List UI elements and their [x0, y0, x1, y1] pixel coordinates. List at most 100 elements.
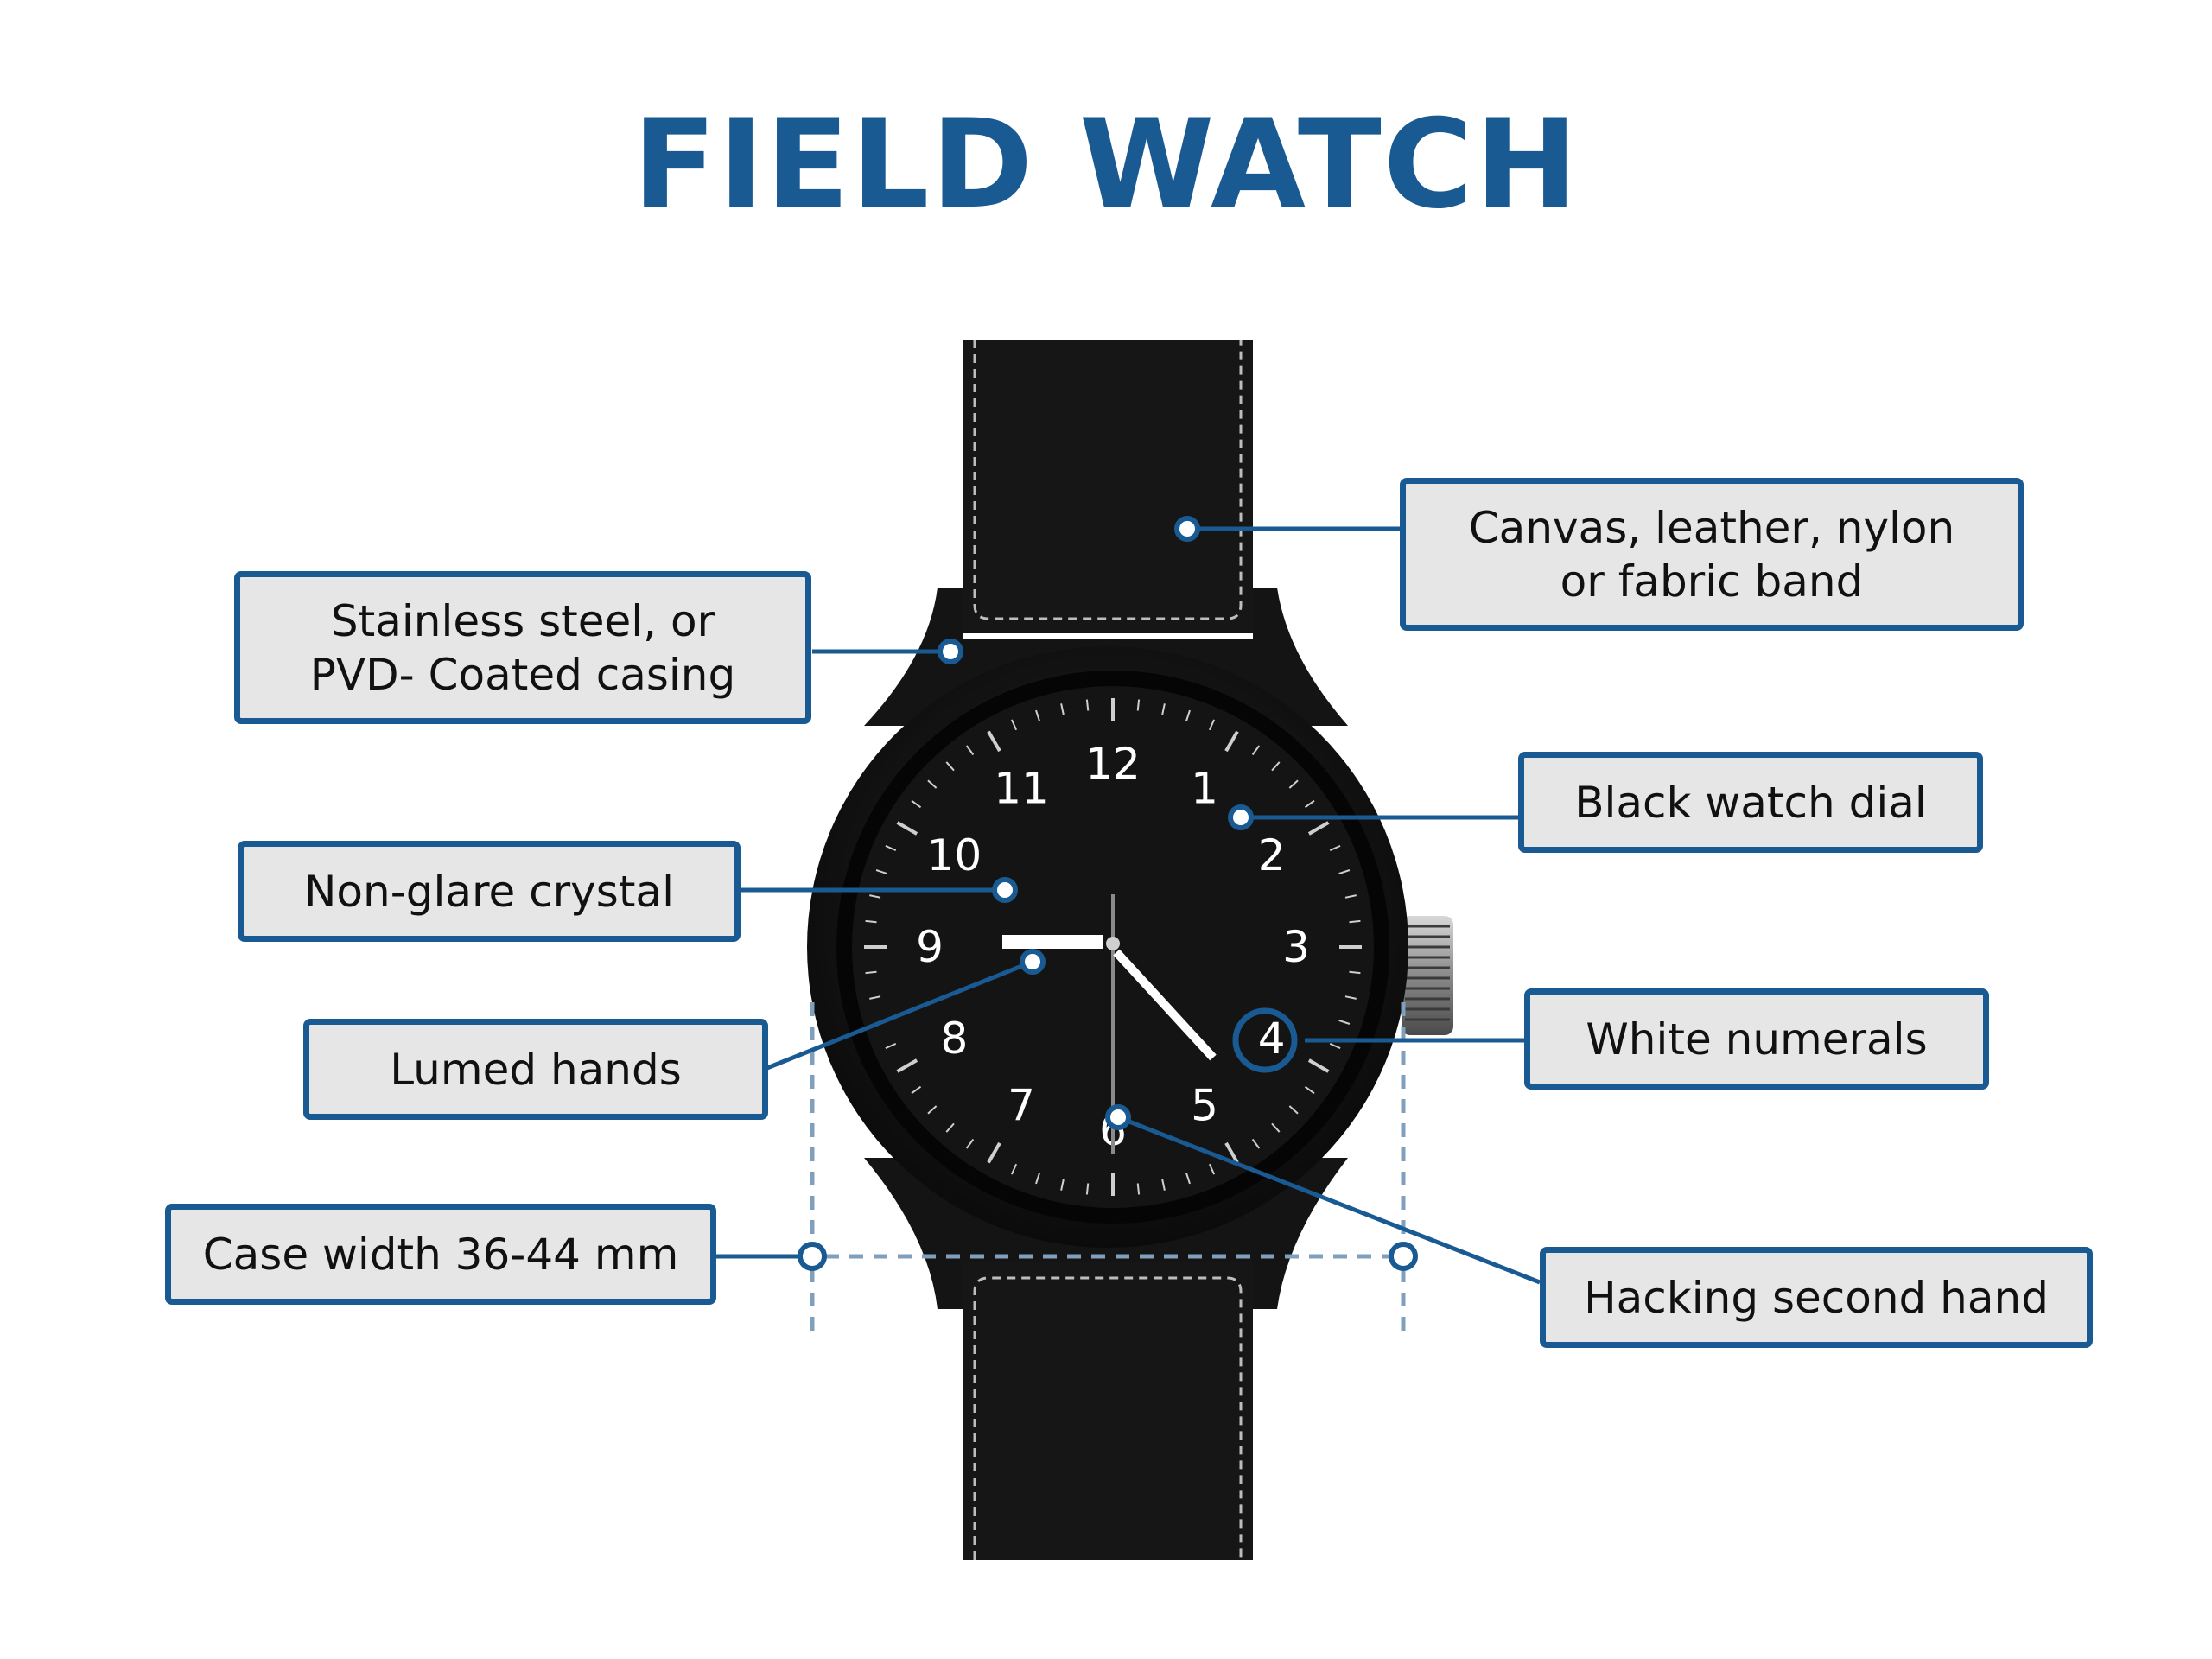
minute-tick — [945, 1122, 955, 1133]
minute-tick — [911, 1085, 922, 1095]
dial-numeral: 8 — [940, 1014, 968, 1064]
minute-tick — [1329, 844, 1341, 852]
minute-tick — [1288, 1105, 1299, 1115]
callout-hands-text: Lumed hands — [390, 1044, 682, 1095]
dial-numeral: 3 — [1282, 922, 1310, 972]
minute-tick — [1349, 919, 1361, 924]
callout-crystal-text: Non-glare crystal — [304, 866, 674, 917]
callout-casing-line2: PVD- Coated casing — [309, 649, 736, 700]
minute-tick — [1224, 1141, 1239, 1164]
minute-tick — [1307, 821, 1330, 836]
case-width-left-dot — [798, 1242, 827, 1271]
lower-strap — [963, 1262, 1253, 1560]
minute-tick — [1344, 894, 1357, 899]
minute-tick — [885, 844, 897, 852]
minute-tick — [1010, 1163, 1018, 1175]
minute-tick — [1304, 799, 1315, 809]
callout-band-line1: Canvas, leather, nylon — [1468, 502, 1955, 553]
minute-tick — [869, 894, 881, 899]
dial-numeral: 7 — [1007, 1081, 1035, 1131]
minute-tick — [1136, 1183, 1141, 1195]
watch-band — [963, 340, 1253, 1560]
minute-tick — [896, 821, 918, 836]
case-width-right-dot — [1389, 1242, 1418, 1271]
minute-tick — [965, 745, 975, 756]
minute-tick — [1035, 1173, 1040, 1185]
callout-second-hand: Hacking second hand — [1540, 1247, 2093, 1348]
leader-dots — [798, 516, 1418, 1271]
leader-lines — [714, 526, 1541, 1285]
upper-strap-stitching — [973, 340, 1243, 620]
dial-numeral: 12 — [1085, 739, 1141, 789]
minute-tick — [927, 779, 938, 789]
dial-numeral: 11 — [994, 763, 1049, 813]
minute-tick — [1161, 703, 1166, 715]
minute-tick — [987, 1141, 1001, 1164]
minute-tick — [1338, 1020, 1351, 1025]
minute-tick — [1329, 1042, 1341, 1050]
center-pin — [1106, 937, 1120, 950]
minute-tick — [885, 1042, 897, 1050]
minute-hand — [1113, 949, 1217, 1061]
minute-tick — [865, 919, 877, 924]
callout-dial-text: Black watch dial — [1574, 777, 1927, 828]
minute-ticks — [864, 698, 1362, 1196]
minute-tick — [1010, 719, 1018, 731]
minute-tick — [1224, 730, 1239, 753]
dial-numeral: 1 — [1191, 763, 1218, 813]
dial-numeral: 4 — [1258, 1014, 1286, 1064]
minute-tick — [865, 970, 877, 975]
minute-tick — [1185, 709, 1191, 721]
minute-tick — [911, 799, 922, 809]
minute-tick — [1161, 1179, 1166, 1191]
minute-tick — [1208, 719, 1216, 731]
callout-numerals-text: White numerals — [1586, 1014, 1928, 1065]
dial-numeral: 10 — [927, 830, 982, 880]
minute-tick — [1307, 1058, 1330, 1073]
minute-tick — [927, 1105, 938, 1115]
callout-casing-line1: Stainless steel, or — [330, 595, 715, 646]
minute-tick — [1208, 1163, 1216, 1175]
callout-case-width-text: Case width 36-44 mm — [202, 1229, 679, 1280]
minute-tick — [1251, 1138, 1261, 1149]
minute-tick — [869, 995, 881, 1000]
numeral-highlight-ring — [1232, 1007, 1298, 1073]
minute-tick — [1271, 761, 1281, 772]
second-hand-dot — [1105, 1104, 1131, 1130]
hands-dot — [1020, 949, 1046, 975]
minute-tick — [1344, 995, 1357, 1000]
minute-tick — [1035, 709, 1040, 721]
callout-hands: Lumed hands — [303, 1019, 768, 1120]
minute-tick — [1185, 1173, 1191, 1185]
callout-case-width: Case width 36-44 mm — [165, 1204, 716, 1305]
crown — [1402, 916, 1453, 1035]
minute-tick — [1338, 869, 1351, 874]
minute-tick — [965, 1138, 975, 1149]
dial-numeral: 2 — [1258, 830, 1286, 880]
minute-tick — [1085, 1183, 1090, 1195]
casing-dot — [938, 639, 963, 664]
second-hand-leader — [1117, 1115, 1541, 1285]
minute-tick — [1349, 970, 1361, 975]
minute-tick — [1136, 699, 1141, 711]
minute-tick — [1304, 1085, 1315, 1095]
dial-numerals: 121234567891011 — [916, 739, 1310, 1155]
callout-numerals: White numerals — [1524, 988, 1989, 1090]
minute-tick — [1085, 699, 1090, 711]
minute-tick — [896, 1058, 918, 1073]
callout-band-line2: or fabric band — [1560, 556, 1864, 607]
minute-tick — [945, 761, 955, 772]
lower-strap-stitching — [973, 1276, 1243, 1560]
minute-tick — [875, 869, 887, 874]
dial-numeral: 5 — [1191, 1081, 1218, 1131]
band-dot — [1174, 516, 1200, 542]
minute-tick — [1251, 745, 1261, 756]
minute-tick — [1060, 703, 1065, 715]
minute-tick — [1288, 779, 1299, 789]
page-title: FIELD WATCH — [632, 93, 1580, 236]
crystal-dot — [992, 877, 1018, 903]
minute-tick — [1060, 1179, 1065, 1191]
